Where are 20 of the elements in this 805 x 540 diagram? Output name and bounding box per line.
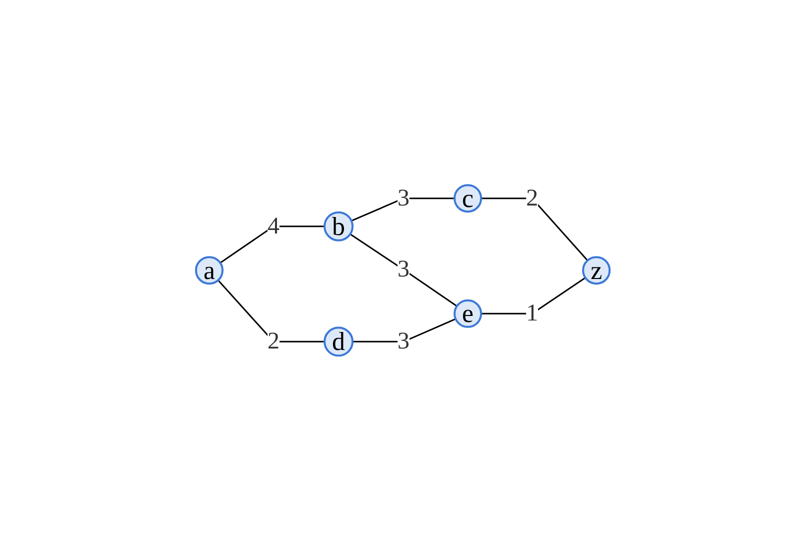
- connector: [352, 318, 456, 342]
- edge-label: 3: [397, 185, 410, 212]
- connector: [350, 198, 454, 222]
- edge-label: 2: [267, 328, 280, 355]
- node-circle: d: [323, 326, 354, 357]
- edge-label: 2: [526, 185, 538, 212]
- edge-label: 1: [526, 300, 538, 327]
- connector: [480, 277, 586, 314]
- edge-label: 3: [397, 328, 410, 355]
- edge-label: 3: [397, 256, 410, 283]
- edge-label: 4: [267, 213, 280, 240]
- node-circle: e: [453, 299, 482, 328]
- node-circle: a: [194, 256, 224, 285]
- connector: [219, 226, 324, 264]
- connector: [217, 280, 324, 342]
- connector: [480, 198, 588, 261]
- node-circle: b: [323, 211, 354, 242]
- node-circle: z: [582, 256, 610, 285]
- connector: [349, 234, 457, 307]
- node-circle: c: [453, 184, 482, 213]
